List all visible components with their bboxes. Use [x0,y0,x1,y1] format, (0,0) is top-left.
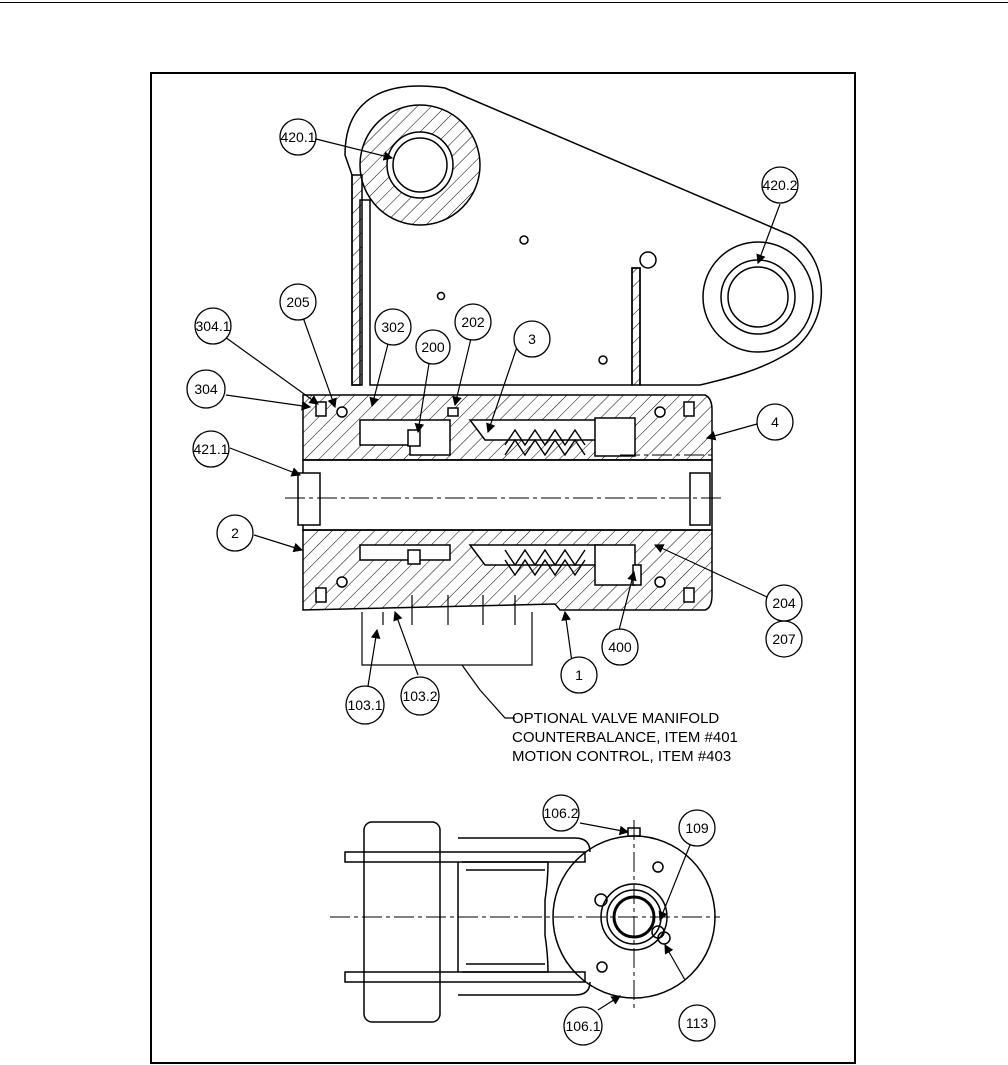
svg-text:420.1: 420.1 [280,129,315,145]
callout-1: 1 [560,656,598,694]
svg-text:103.2: 103.2 [402,688,437,704]
svg-text:420.2: 420.2 [762,177,797,193]
note-line-1: OPTIONAL VALVE MANIFOLD [512,710,719,727]
svg-text:2: 2 [231,525,239,541]
end-view-centerlines [330,820,720,1012]
note-line-3: MOTION CONTROL, ITEM #403 [512,748,731,765]
callout-400: 400 [601,628,639,666]
svg-text:113: 113 [686,1015,709,1031]
svg-text:106.2: 106.2 [543,805,578,821]
callout-302: 302 [374,308,412,346]
svg-text:205: 205 [286,294,310,310]
svg-text:200: 200 [421,339,445,355]
callout-420-2: 420.2 [761,166,799,204]
bracket-plate [344,85,822,386]
callout-207: 207 [765,620,803,658]
callout-103-2: 103.2 [400,676,440,716]
valve-manifold-outline [361,595,533,719]
callout-103-1: 103.1 [345,685,385,725]
callout-421-1: 421.1 [192,430,230,468]
svg-text:400: 400 [608,639,632,655]
callout-304: 304 [186,369,226,409]
centerlines [285,454,725,499]
svg-text:304: 304 [194,381,218,397]
callout-113: 113 [678,1004,716,1042]
helical-splines [504,428,586,577]
callout-304-1: 304.1 [194,307,232,345]
callout-4: 4 [756,403,794,441]
manifold-note: OPTIONAL VALVE MANIFOLD COUNTERBALANCE, … [512,710,738,765]
actuator-housing [297,394,713,611]
callout-109: 109 [678,809,716,847]
svg-text:302: 302 [381,319,405,335]
callout-205: 205 [279,283,317,321]
page-top-rule [0,2,1008,3]
callout-106-1: 106.1 [563,1006,603,1046]
callout-2: 2 [216,514,254,552]
callout-3: 3 [513,320,551,358]
svg-text:202: 202 [461,314,485,330]
callout-420-1: 420.1 [279,118,317,156]
callout-202: 202 [454,303,492,341]
callout-106-2: 106.2 [542,794,580,832]
callout-204: 204 [765,584,803,622]
svg-text:304.1: 304.1 [195,318,230,334]
svg-text:3: 3 [528,331,536,347]
note-line-2: COUNTERBALANCE, ITEM #401 [512,729,738,746]
end-view [344,821,716,1023]
svg-text:106.1: 106.1 [565,1018,600,1034]
svg-text:103.1: 103.1 [347,697,382,713]
svg-text:1: 1 [575,667,583,683]
callout-200: 200 [415,329,451,365]
svg-text:207: 207 [772,631,796,647]
svg-text:4: 4 [771,414,779,430]
svg-text:421.1: 421.1 [193,441,228,457]
svg-text:109: 109 [685,820,709,836]
svg-text:204: 204 [772,595,796,611]
drawing-frame [150,72,856,1064]
